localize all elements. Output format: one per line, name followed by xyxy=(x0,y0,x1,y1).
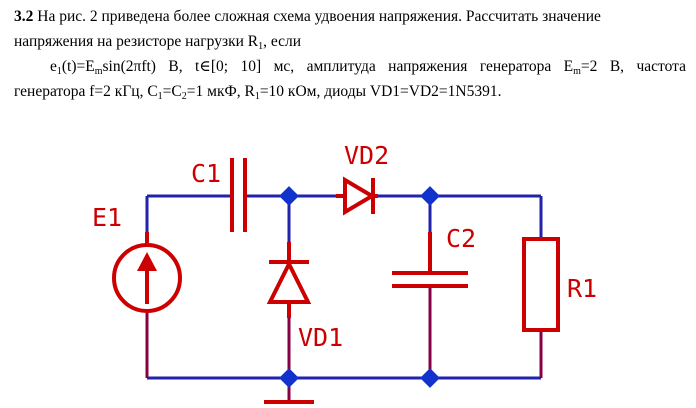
label-r1: R1 xyxy=(567,274,597,303)
label-e1: E1 xyxy=(92,203,122,232)
wires xyxy=(145,194,543,380)
label-c2: C2 xyxy=(446,224,476,253)
label-vd2: VD2 xyxy=(344,141,389,170)
problem-number: 3.2 xyxy=(14,8,34,25)
generator-arrow-head xyxy=(137,252,157,271)
node-bottom-c2 xyxy=(420,368,440,388)
problem-text: 3.2 На рис. 2 приведена более сложная сх… xyxy=(14,4,686,104)
node-top-c2 xyxy=(420,186,440,206)
problem-line-1: 3.2 На рис. 2 приведена более сложная сх… xyxy=(14,8,601,25)
node-bottom-vd1 xyxy=(279,368,299,388)
vd2-triangle xyxy=(343,176,376,216)
label-c1: C1 xyxy=(191,159,221,188)
generator-e1 xyxy=(112,232,182,313)
leads xyxy=(145,288,543,378)
resistor-r1 xyxy=(522,237,560,332)
vd1-triangle xyxy=(266,259,312,304)
problem-line-4: генератора f=2 кГц, C1=C2=1 мкФ, R1=10 к… xyxy=(14,83,502,102)
node-top-vd1 xyxy=(279,186,299,206)
problem-line-3: e1(t)=Emsin(2πft) В, t∈[0; 10] мс, ампли… xyxy=(50,58,686,77)
capacitor-c1 xyxy=(230,158,247,232)
label-vd1: VD1 xyxy=(298,323,343,352)
diode-vd1 xyxy=(266,242,312,318)
capacitor-c2 xyxy=(392,232,468,288)
junction-nodes xyxy=(279,186,440,388)
r1-body xyxy=(522,237,560,332)
diode-vd2 xyxy=(336,176,378,216)
problem-line-2: напряжения на резисторе нагрузки R1, есл… xyxy=(14,33,302,52)
